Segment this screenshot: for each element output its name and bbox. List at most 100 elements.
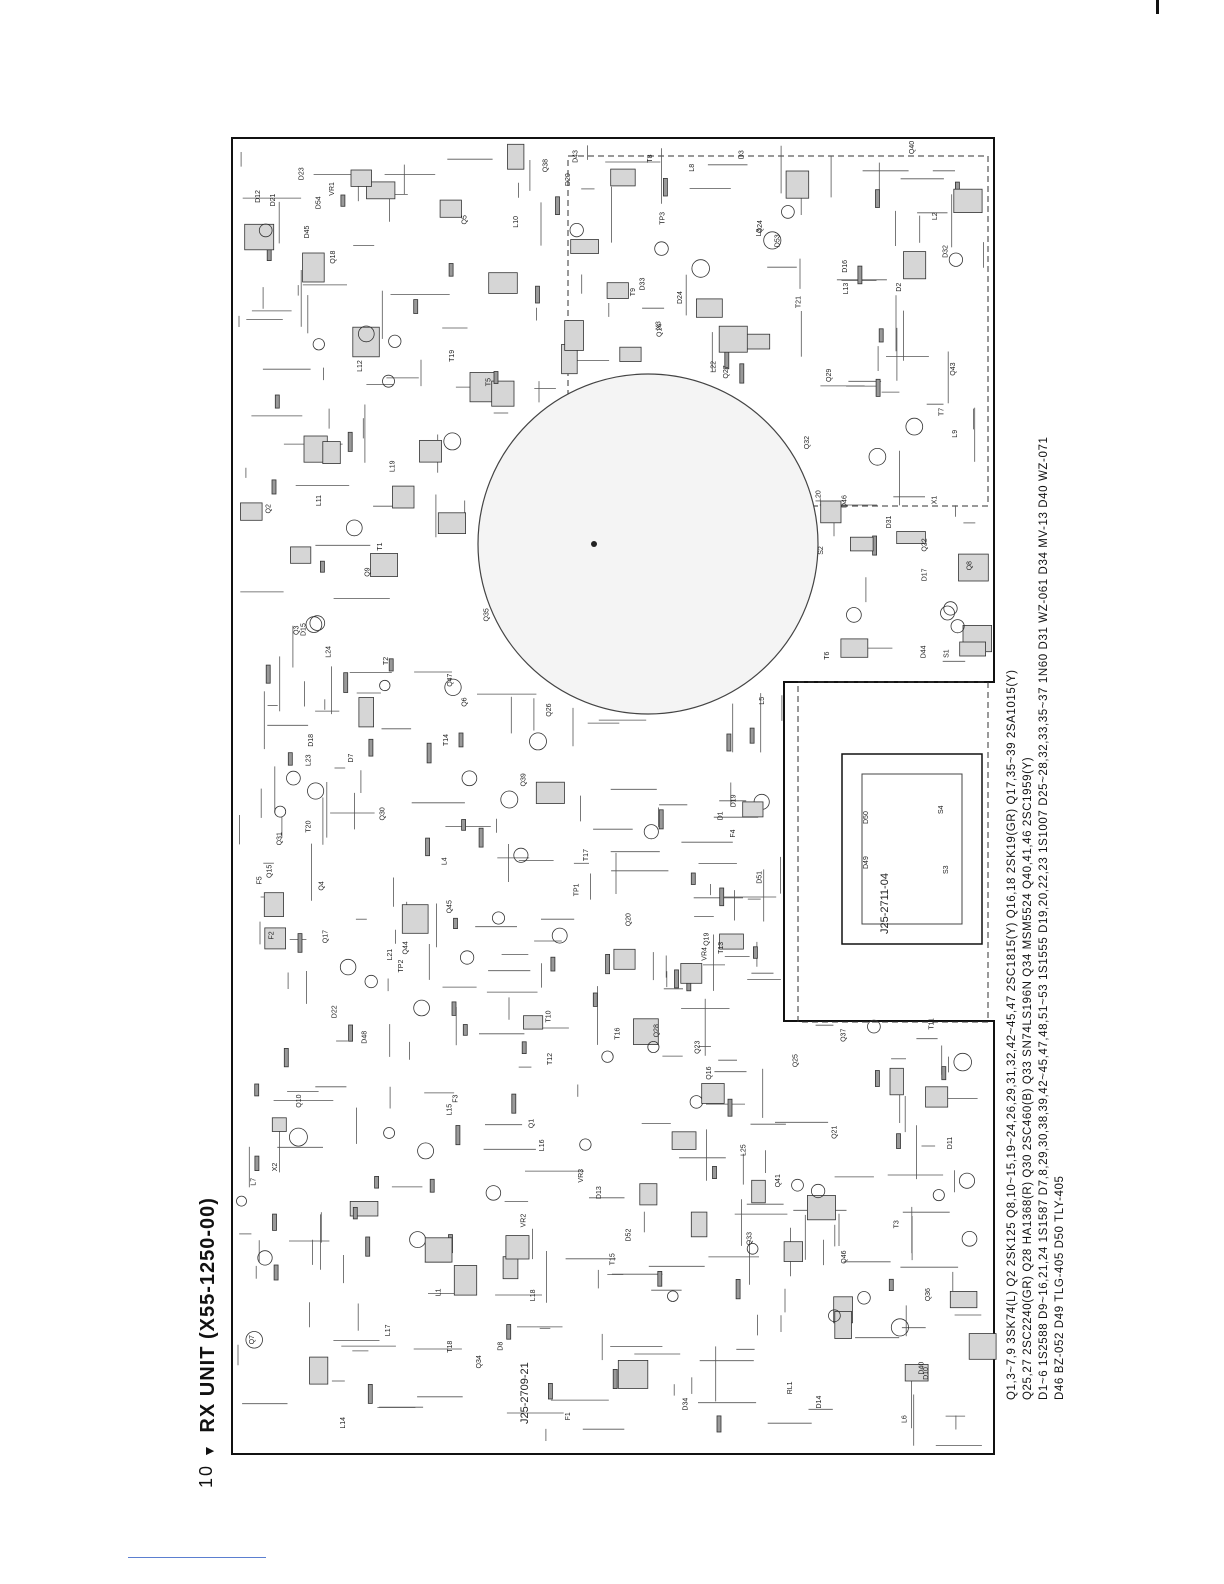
coil-block [424,1237,453,1263]
component-label: Q46 [841,1250,848,1263]
transistor-symbol [940,605,955,621]
component-label: D12 [255,190,262,203]
board-outline [231,137,995,1455]
component-label: D53 [774,234,781,247]
coil-block [370,553,399,577]
coil-block [889,1067,904,1096]
component-label: T16 [615,1028,622,1040]
transistor-symbol [500,790,519,809]
resistor-symbol [272,1213,277,1231]
component-label: D19 [731,794,738,807]
component-label: L22 [710,361,717,373]
transistor-symbol [460,950,475,965]
transistor-symbol [274,805,287,818]
coil-block [240,502,263,521]
component-label: D24 [677,291,684,304]
transistor-symbol [309,615,326,631]
component-label: L19 [390,460,397,472]
transistor-symbol [959,1172,976,1189]
coil-block [352,326,380,358]
transistor-symbol [444,678,462,696]
transistor-symbol [763,231,782,250]
coil-block [745,333,771,350]
resistor-symbol [941,1066,947,1081]
component-label: T10 [545,1010,552,1022]
resistor-symbol [348,1024,353,1042]
resistor-symbol [739,363,745,384]
coil-block [523,1015,544,1030]
resistor-symbol [458,732,464,748]
component-label: Q30 [380,807,387,820]
component-label: VR1 [329,182,336,196]
component-label: D11 [947,1137,954,1149]
coil-block [751,1179,766,1204]
resistor-symbol [478,827,484,848]
component-label: Q19 [704,933,711,946]
coil-block [271,1117,287,1132]
component-label: T6 [824,652,831,660]
coil-block [958,553,989,582]
footer-rule [128,1557,266,1558]
transistor-symbol [950,619,965,634]
transistor-symbol [513,847,529,863]
legend-line-2: Q25,27 2SC2240(GR) Q28 HA1368(R) Q30 2SC… [1022,756,1034,1400]
transistor-symbol [601,1050,614,1063]
component-label: Q2 [265,504,272,513]
component-label: Q22 [921,538,928,551]
resistor-symbol [425,837,431,857]
component-label: D45 [304,225,311,238]
component-label: Q27 [723,365,730,378]
resistor-symbol [511,1093,517,1114]
coil-block [896,531,926,545]
coil-block [302,252,325,283]
coil-block [419,439,442,463]
resistor-symbol [521,1041,527,1054]
dashed-region-right [797,681,989,1023]
resistor-symbol [888,1278,894,1292]
coil-block [488,272,518,294]
component-label: Q15 [267,865,274,878]
dial-center [591,541,597,547]
resistor-symbol [726,733,732,752]
coil-block [358,697,374,728]
resistor-symbol [712,1166,717,1180]
component-label: L7 [251,1178,258,1186]
resistor-symbol [674,969,679,989]
resistor-symbol [605,954,611,975]
component-label: TP2 [398,960,405,973]
coil-block [719,933,744,950]
connector-main-label: J25-2709-21 [519,1362,531,1424]
component-label: L23 [305,754,312,766]
component-label: D8 [498,1342,505,1351]
coil-block [439,199,462,218]
resistor-symbol [592,992,598,1007]
resistor-symbol [875,378,881,397]
transistor-symbol [346,519,363,537]
transistor-symbol [828,1309,841,1322]
coil-block [437,512,467,534]
coil-block [392,485,415,509]
coil-block [701,1083,725,1104]
component-label: T11 [929,1018,936,1030]
component-label: L2 [932,212,939,220]
transistor-symbol [791,1178,804,1192]
resistor-symbol [453,917,458,929]
resistor-symbol [340,194,346,207]
resistor-symbol [612,1369,618,1390]
coil-block [617,1360,649,1389]
transistor-symbol [868,447,887,466]
component-label: L14 [340,1417,347,1429]
component-label: L20 [816,490,823,502]
transistor-symbol [905,417,924,436]
pcb-layout-diagram: Q1Q2Q3Q4Q5Q6Q7Q8Q9Q10Q14Q15Q16Q17Q18Q19Q… [231,137,997,1455]
transistor-symbol [364,974,378,989]
component-label: L25 [741,1144,748,1156]
resistor-symbol [749,727,755,744]
component-label: Q26 [546,703,553,716]
coil-block [263,892,284,917]
resistor-symbol [875,189,880,208]
coil-block [309,1356,329,1385]
component-label: L6 [901,1415,908,1423]
component-label: D54 [316,196,323,209]
coil-block [690,1211,708,1238]
